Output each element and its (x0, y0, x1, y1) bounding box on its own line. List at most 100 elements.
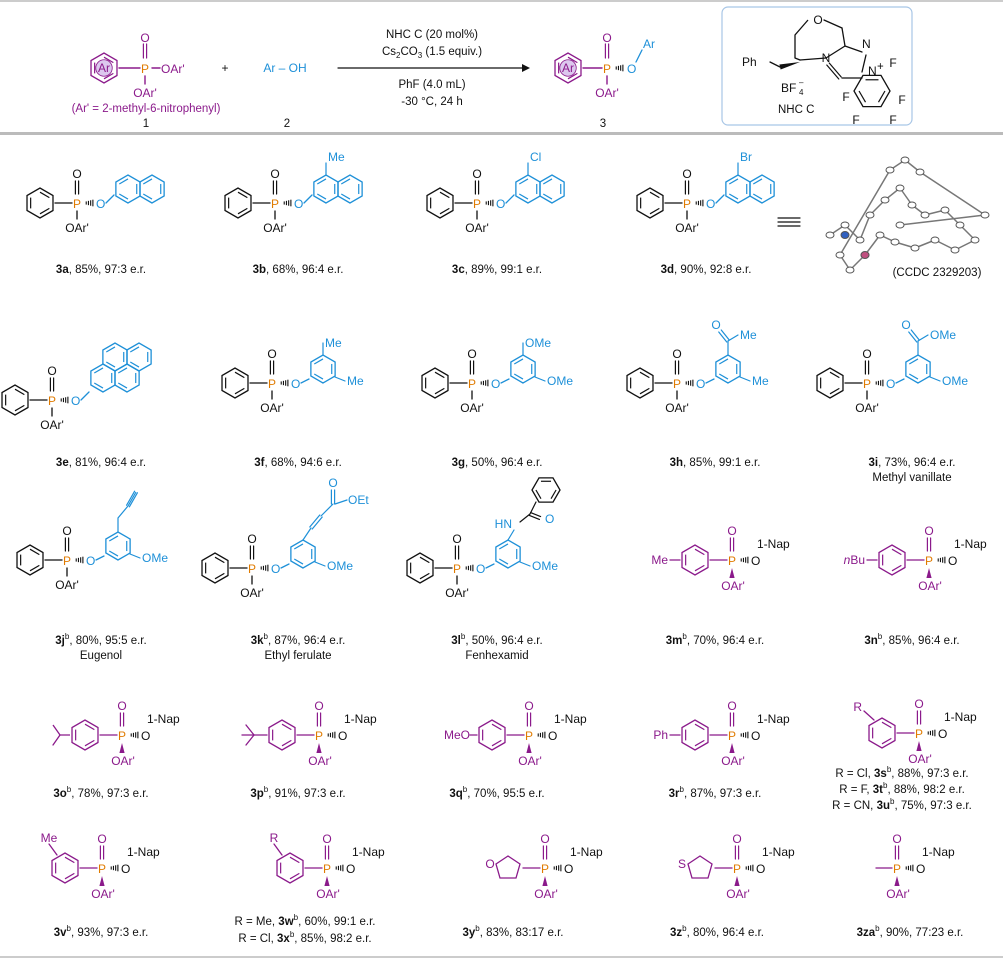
oxygen-atom: O (121, 862, 130, 876)
hash-bond (75, 556, 84, 564)
phosphorus-atom: P (925, 554, 933, 568)
aryl-ring (681, 544, 709, 576)
oxygen-atom: O (346, 862, 355, 876)
bond (505, 194, 515, 204)
natural-product-name: Eugenol (80, 650, 122, 662)
hash-bond (130, 731, 139, 739)
oxygen-atom: O (682, 167, 691, 181)
naphthyl-group: 1-Nap (922, 845, 955, 859)
hash-bond (685, 379, 694, 387)
bf4-anion: BF (781, 81, 796, 95)
xray-structure (825, 156, 990, 274)
aryl-substituent: Me (325, 336, 342, 350)
phosphorus-atom: P (673, 377, 681, 391)
ccdc-number: (CCDC 2329203) (893, 267, 982, 279)
compound-label: 3zab, 90%, 77:23 e.r. (857, 924, 964, 939)
bond (635, 49, 643, 63)
nitrogen-atom: N (862, 37, 871, 51)
phenyl-ring (1, 384, 29, 416)
pentafluorophenyl (853, 74, 891, 108)
hash-bond (615, 64, 624, 72)
oxygen-atom: O (97, 832, 106, 846)
aryl-ring (268, 719, 296, 751)
phenyl-ring (421, 367, 449, 399)
oar-group: OAr' (111, 754, 135, 768)
aryl-ring (510, 354, 536, 384)
bond (863, 710, 875, 721)
wedge-bond (729, 568, 735, 578)
phosphorus-atom: P (118, 729, 126, 743)
oxygen-atom: O (86, 554, 95, 568)
oxygen-atom: O (914, 697, 923, 711)
oxygen-atom: O (524, 699, 533, 713)
oxygen-atom: O (892, 832, 901, 846)
benzene-ring (114, 363, 140, 393)
oar-group: OAr' (260, 401, 284, 415)
bf4-superscript: – (799, 78, 804, 87)
phosphorus-atom: P (728, 554, 736, 568)
oar-group: OAr' (721, 579, 745, 593)
naphthyl-group: 1-Nap (954, 537, 987, 551)
oxygen-atom: O (96, 197, 105, 211)
bond (300, 378, 310, 384)
bond (52, 734, 61, 746)
phosphorus-atom: P (453, 562, 461, 576)
bond (280, 563, 290, 569)
wedge-bond (542, 876, 548, 886)
bond (245, 724, 255, 736)
phosphorus-atom: P (728, 729, 736, 743)
oxygen-atom: O (948, 554, 957, 568)
aryl-substituent: OMe (142, 551, 168, 565)
aryl-ring (715, 354, 741, 384)
aryl-badge (559, 59, 577, 77)
phosphorus-atom: P (893, 862, 901, 876)
compound-label: R = Me, 3wb, 60%, 99:1 e.r. (235, 913, 376, 928)
phenyl: Ph (653, 728, 668, 742)
oxygen-atom: O (338, 729, 347, 743)
condition-temperature: -30 °C, 24 h (401, 96, 463, 108)
plus-sign: + (221, 61, 228, 75)
naphthyl-group: 1-Nap (757, 712, 790, 726)
phosphorus-atom: P (271, 197, 279, 211)
hash-bond (85, 199, 94, 207)
wedge-bond (734, 876, 740, 886)
oxygen-atom: O (491, 377, 500, 391)
naphthalene-ring-b (139, 174, 165, 204)
oxygen-atom: O (117, 699, 126, 713)
ar-prime-definition: (Ar' = 2-methyl-6-nitrophenyl) (72, 103, 221, 115)
nitrogen-plus-atom: N (868, 64, 877, 78)
bond (769, 61, 781, 68)
oxygen-atom: O (916, 862, 925, 876)
oxygen-atom: O (545, 512, 554, 526)
double-bond (828, 62, 842, 78)
bond (129, 553, 141, 559)
phosphorus-atom: P (683, 197, 691, 211)
hash-bond (280, 379, 289, 387)
compound-label: 3rb, 87%, 97:3 e.r. (669, 785, 762, 800)
oxygen-atom: O (564, 862, 573, 876)
oar-group: OAr' (445, 586, 469, 600)
phenyl-ring (16, 544, 44, 576)
naphthalene-ring-a (515, 174, 541, 204)
aryl-substituent: OMe (532, 559, 558, 573)
aryl-ring (310, 354, 336, 384)
naphthyl-group: 1-Nap (127, 845, 160, 859)
oar-group: OAr' (534, 887, 558, 901)
bond (929, 376, 941, 382)
phenyl-ring (221, 367, 249, 399)
oxygen-atom: O (706, 197, 715, 211)
compound-label: 3qb, 70%, 95:5 e.r. (449, 785, 544, 800)
compound-label: 3b, 68%, 96:4 e.r. (253, 264, 344, 276)
bond (861, 54, 867, 73)
compound-number-2: 2 (284, 118, 290, 130)
oar-group: OAr' (675, 221, 699, 235)
bond (841, 27, 846, 47)
cyclohexyl (531, 477, 561, 503)
aryl-ring (878, 544, 906, 576)
phosphorus-atom: P (541, 862, 549, 876)
aryl-substituent: OMe (547, 374, 573, 388)
oxygen-atom: O (711, 318, 720, 332)
oxygen-atom: O (476, 562, 485, 576)
